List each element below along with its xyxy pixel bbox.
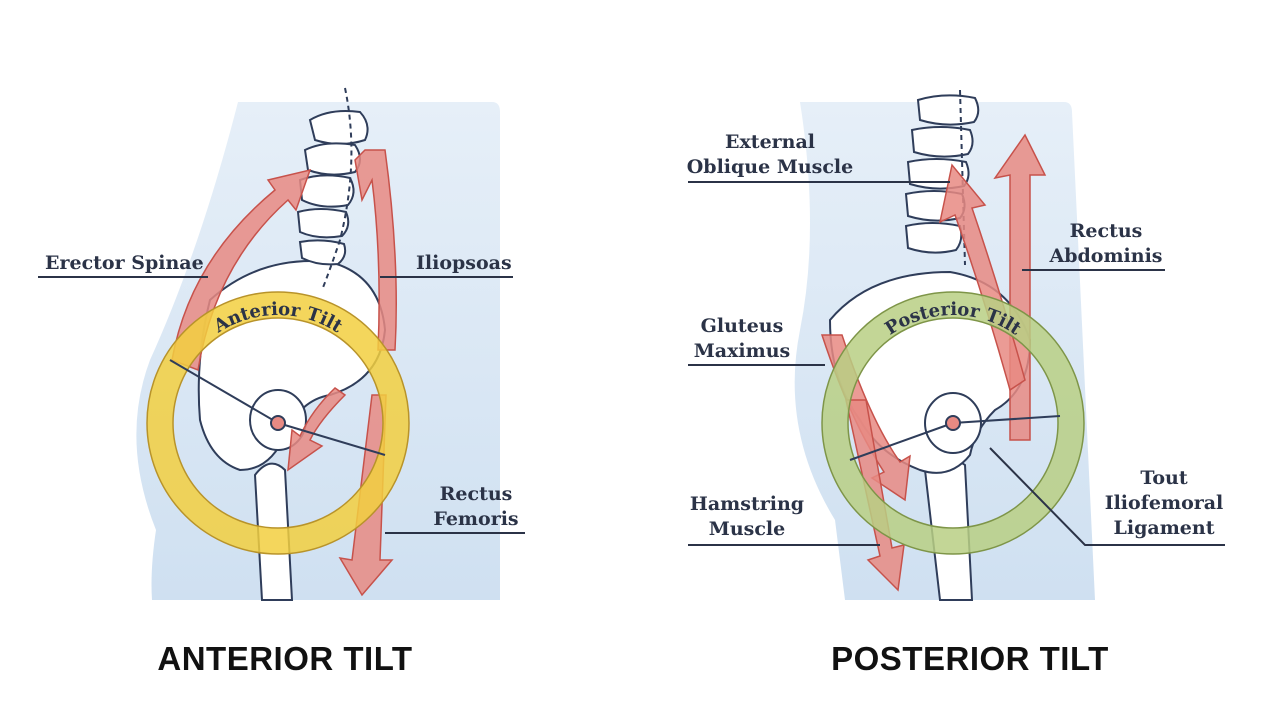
external-oblique-label-line1: External — [725, 131, 815, 153]
hamstring-label-line1: Hamstring — [690, 493, 804, 515]
erector-spinae-label: Erector Spinae — [45, 252, 204, 274]
external-oblique-label-line2: Oblique Muscle — [687, 156, 854, 178]
iliofemoral-label-line2: Iliofemoral — [1105, 492, 1224, 514]
rectus-femoris-label-line2: Femoris — [433, 508, 518, 530]
anterior-tilt-ring — [147, 292, 409, 554]
anterior-pivot-point — [270, 415, 286, 431]
posterior-tilt-panel: Posterior Tilt External Oblique Muscle R… — [687, 89, 1225, 601]
posterior-tilt-angle-lines — [849, 415, 1061, 461]
gluteus-maximus-label-line1: Gluteus — [701, 315, 784, 337]
posterior-tilt-caption: POSTERIOR TILT — [831, 640, 1109, 677]
anterior-tilt-angle-lines — [169, 359, 386, 456]
anterior-tilt-caption: ANTERIOR TILT — [157, 640, 413, 677]
rectus-femoris-label-line1: Rectus — [440, 483, 513, 505]
posterior-tilt-ring — [822, 292, 1084, 554]
hamstring-label-line2: Muscle — [709, 518, 785, 540]
iliopsoas-label: Iliopsoas — [416, 252, 512, 274]
rectus-abdominis-label-line2: Abdominis — [1048, 245, 1162, 267]
rectus-abdominis-label-line1: Rectus — [1070, 220, 1143, 242]
rectus-abdominis-arrow — [993, 133, 1047, 441]
posterior-pivot-point — [945, 415, 961, 431]
iliofemoral-label-line1: Tout — [1140, 467, 1187, 489]
iliofemoral-leader — [989, 447, 1225, 546]
gluteus-maximus-label-line2: Maximus — [694, 340, 791, 362]
anterior-tilt-panel: Anterior Tilt Erector Spinae Iliopsoas R… — [38, 87, 525, 601]
rectus-femoris-curve-arrow — [287, 387, 347, 472]
iliofemoral-label-line3: Ligament — [1114, 517, 1215, 539]
